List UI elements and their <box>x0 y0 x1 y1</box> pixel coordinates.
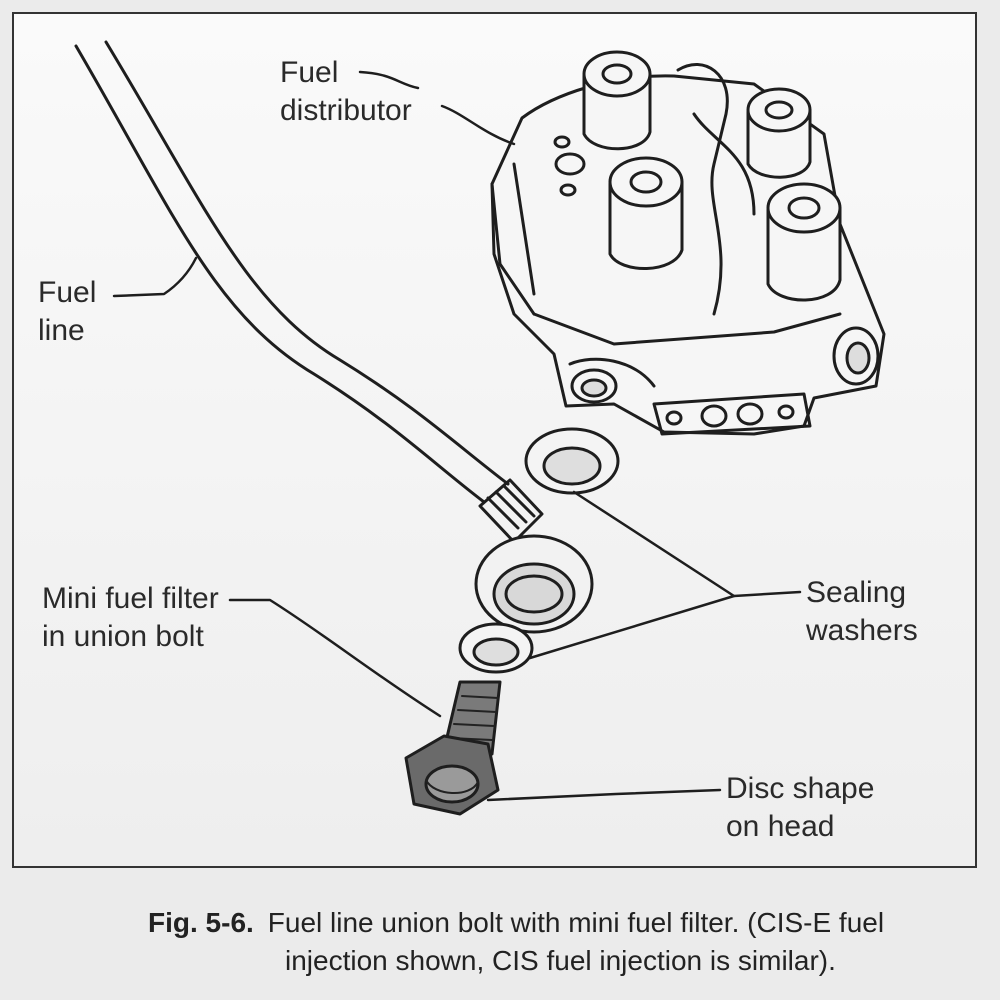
label-disc-shape: Disc shape on head <box>726 770 874 846</box>
figure-caption: Fig. 5-6. Fuel line union bolt with mini … <box>148 904 1000 980</box>
banjo-union <box>474 534 594 634</box>
label-sealing-washers-line1: Sealing <box>806 576 907 609</box>
label-fuel-line-line1: Fuel <box>38 276 97 309</box>
distributor-ports <box>582 50 842 316</box>
fuel-system-illustration <box>74 40 886 816</box>
caption-line-1: Fig. 5-6. Fuel line union bolt with mini … <box>148 904 1000 942</box>
caption-text-line2: injection shown, CIS fuel injection is s… <box>285 945 836 976</box>
label-disc-shape-line1: Disc shape <box>726 772 875 805</box>
label-mini-fuel-filter-line2: in union bolt <box>42 620 204 653</box>
label-fuel-distributor-line1: Fuel <box>280 56 339 89</box>
lower-sealing-washer <box>458 622 534 674</box>
caption-text-line1: Fuel line union bolt with mini fuel filt… <box>267 907 885 938</box>
label-fuel-distributor-line2: distributor <box>280 94 412 127</box>
label-sealing-washers: Sealing washers <box>806 574 918 650</box>
label-fuel-distributor: Fuel distributor <box>280 54 412 130</box>
label-mini-fuel-filter: Mini fuel filter in union bolt <box>42 580 219 656</box>
figure-number: Fig. 5-6. <box>148 907 254 938</box>
diagram-frame: Fuel distributor Fuel line Mini fuel fil… <box>12 12 977 868</box>
fuel-line-tube <box>74 40 510 504</box>
threaded-fitting <box>478 478 544 544</box>
label-disc-shape-line2: on head <box>726 810 835 843</box>
label-fuel-line: Fuel line <box>38 274 96 350</box>
label-fuel-line-line2: line <box>38 314 85 347</box>
upper-sealing-washer <box>524 427 620 495</box>
label-mini-fuel-filter-line1: Mini fuel filter <box>42 582 219 615</box>
leader-lines <box>112 70 802 802</box>
union-bolt <box>404 680 502 816</box>
label-sealing-washers-line2: washers <box>806 614 918 647</box>
